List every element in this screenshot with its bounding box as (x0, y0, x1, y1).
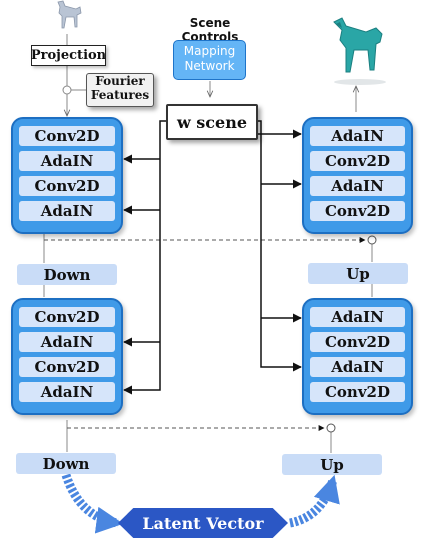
decoder-layer: Conv2D (310, 332, 405, 352)
decoder-layer: AdaIN (310, 176, 405, 196)
down-label-2: Down (16, 453, 116, 474)
encoder-layer: AdaIN (19, 201, 115, 221)
fourier-features-box: Fourier Features (86, 73, 154, 107)
encoder-layer: Conv2D (19, 357, 115, 377)
output-horse-model (333, 17, 386, 85)
decoder-layer: Conv2D (310, 201, 405, 221)
fourier-line-1: Fourier (95, 74, 145, 88)
decoder-layer: Conv2D (310, 382, 405, 402)
decoder-block-2: AdaIN Conv2D AdaIN Conv2D (302, 298, 413, 415)
down-label-1: Down (17, 264, 117, 285)
decoder-layer: Conv2D (310, 151, 405, 171)
decoder-layer: AdaIN (310, 126, 405, 146)
encoder-layer: Conv2D (19, 307, 115, 327)
encoder-layer: AdaIN (19, 332, 115, 352)
latent-vector-box: Latent Vector (118, 508, 288, 538)
projection-label: Projection (31, 45, 106, 66)
input-horse-image (57, 0, 82, 29)
w-scene-box: w scene (166, 104, 258, 140)
decoder-layer: AdaIN (310, 357, 405, 377)
decoder-block-1: AdaIN Conv2D AdaIN Conv2D (302, 117, 413, 234)
encoder-layer: AdaIN (19, 151, 115, 171)
encoder-layer: Conv2D (19, 126, 115, 146)
mapping-network-box: Mapping Network (173, 40, 246, 80)
mapping-line-2: Network (184, 59, 235, 73)
mapping-line-1: Mapping (183, 44, 236, 58)
encoder-layer: Conv2D (19, 176, 115, 196)
encoder-block-1: Conv2D AdaIN Conv2D AdaIN (11, 117, 123, 234)
up-label-1: Up (308, 263, 408, 284)
encoder-layer: AdaIN (19, 382, 115, 402)
fourier-line-2: Features (90, 88, 150, 102)
up-label-2: Up (282, 454, 382, 475)
decoder-layer: AdaIN (310, 307, 405, 327)
encoder-block-2: Conv2D AdaIN Conv2D AdaIN (11, 298, 123, 415)
